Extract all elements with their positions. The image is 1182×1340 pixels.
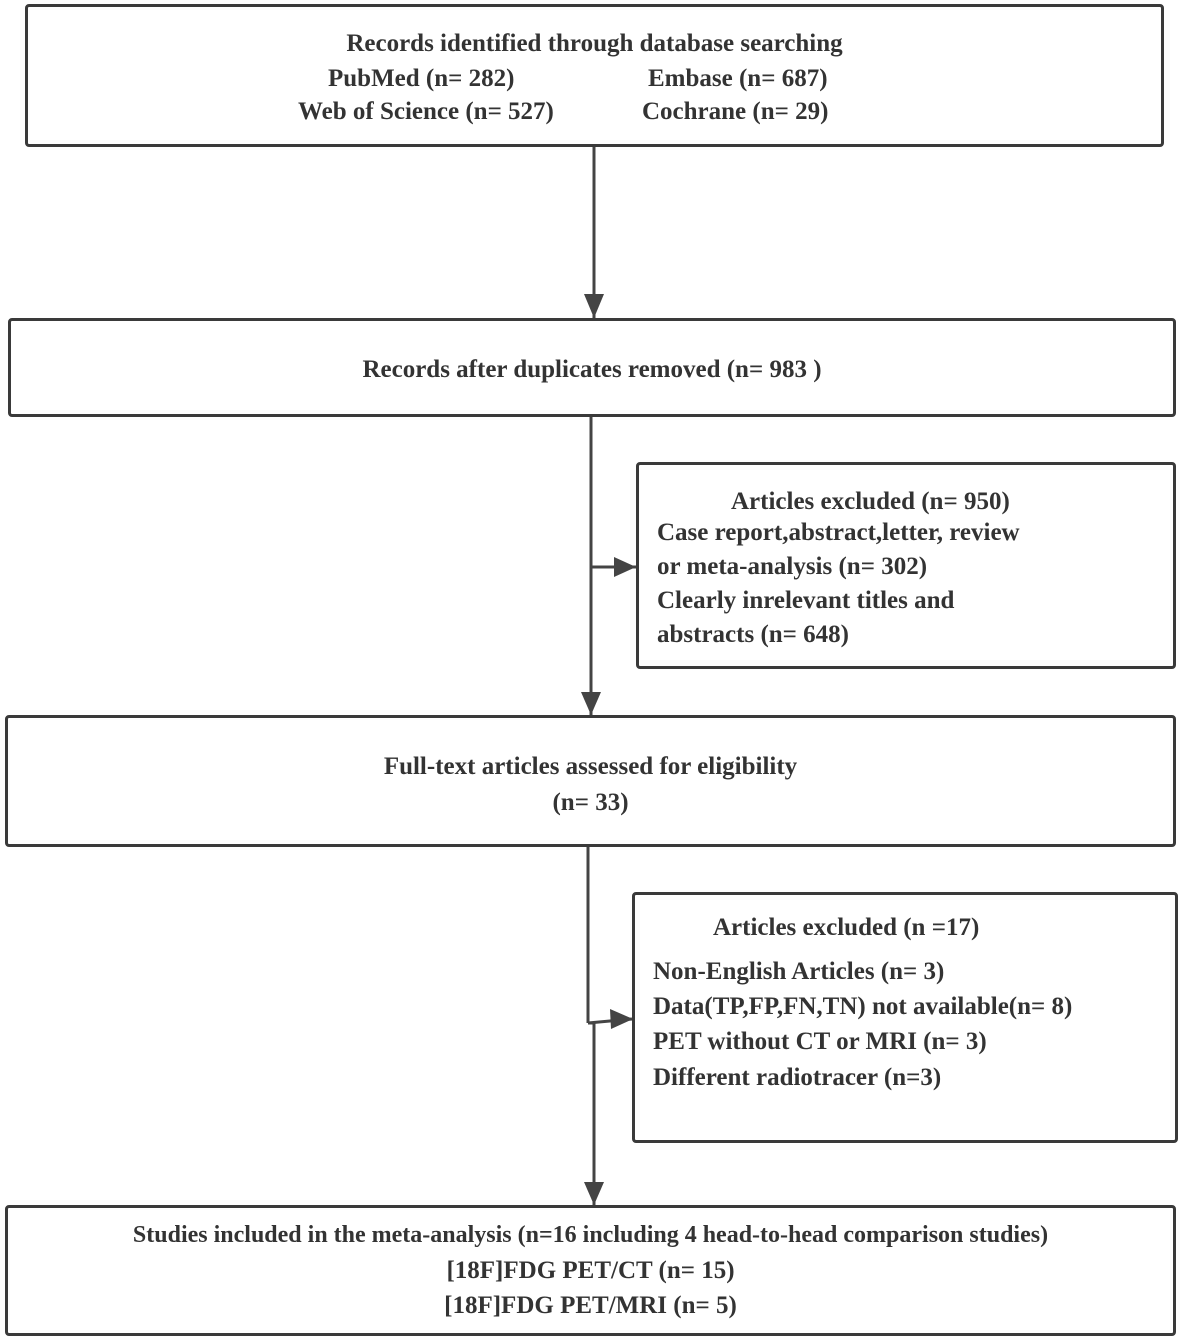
studies-included-line-2: [18F]FDG PET/CT (n= 15) <box>446 1257 735 1284</box>
full-text-assessed-box: Full-text articles assessed for eligibil… <box>5 715 1176 847</box>
excluded-950-line-3: Clearly inrelevant titles and <box>657 587 955 614</box>
wos-count: Web of Science (n= 527) <box>298 98 554 125</box>
excluded-17-line-1: Non-English Articles (n= 3) <box>653 958 945 985</box>
excluded-950-line-4: abstracts (n= 648) <box>657 621 850 648</box>
excluded-17-box: Articles excluded (n =17) Non-English Ar… <box>632 892 1178 1143</box>
excluded-950-box: Articles excluded (n= 950) Case report,a… <box>636 462 1176 669</box>
arrowhead-included <box>584 1182 604 1205</box>
arrowhead-excluded-17 <box>610 1009 633 1029</box>
excluded-17-line-4: Different radiotracer (n=3) <box>653 1064 942 1091</box>
excluded-17-title: Articles excluded (n =17) <box>713 914 980 941</box>
embase-count: Embase (n= 687) <box>648 65 828 92</box>
studies-included-line-1: Studies included in the meta-analysis (n… <box>132 1222 1049 1248</box>
duplicates-removed-box: Records after duplicates removed (n= 983… <box>8 318 1176 417</box>
arrowhead-dedup <box>584 294 604 318</box>
excluded-950-line-1: Case report,abstract,letter, review <box>657 519 1020 546</box>
pubmed-count: PubMed (n= 282) <box>328 65 515 92</box>
duplicates-removed-text: Records after duplicates removed (n= 983… <box>362 356 822 383</box>
full-text-assessed-line-1: Full-text articles assessed for eligibil… <box>383 753 798 780</box>
arrowhead-excluded-950 <box>614 557 636 577</box>
excluded-17-line-3: PET without CT or MRI (n= 3) <box>653 1028 987 1055</box>
excluded-17-line-2: Data(TP,FP,FN,TN) not available(n= 8) <box>653 993 1073 1020</box>
excluded-950-title: Articles excluded (n= 950) <box>731 488 1010 515</box>
cochrane-count: Cochrane (n= 29) <box>642 98 829 125</box>
studies-included-line-3: [18F]FDG PET/MRI (n= 5) <box>444 1292 737 1319</box>
full-text-assessed-line-2: (n= 33) <box>552 789 629 816</box>
identification-box: Records identified through database sear… <box>25 4 1164 147</box>
arrowhead-fulltext <box>581 692 601 715</box>
excluded-950-line-2: or meta-analysis (n= 302) <box>657 553 928 580</box>
studies-included-box: Studies included in the meta-analysis (n… <box>5 1205 1176 1336</box>
identification-title: Records identified through database sear… <box>346 30 843 57</box>
